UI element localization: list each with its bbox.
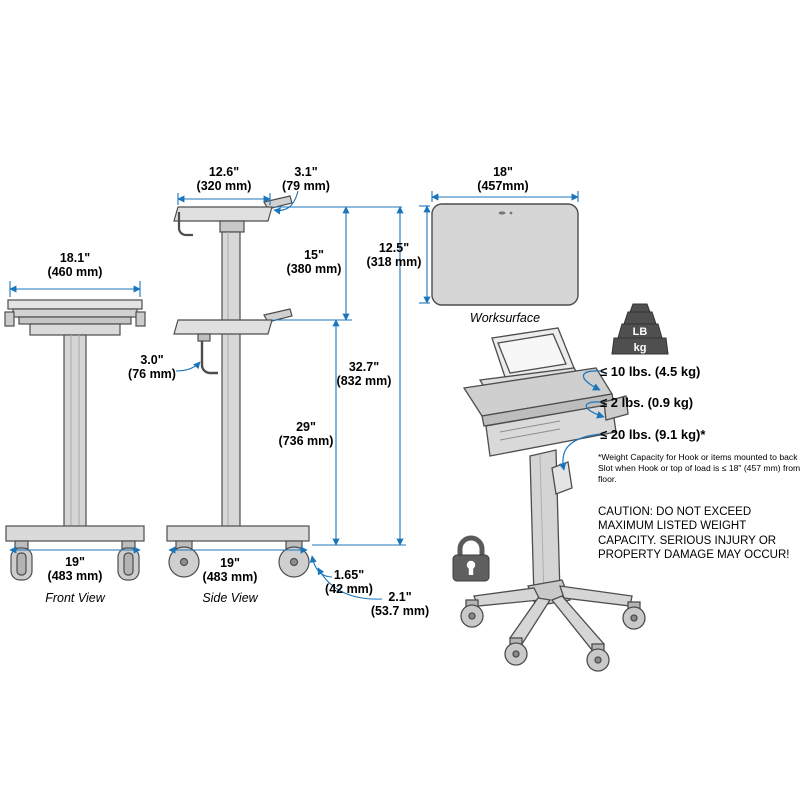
side-travel-in: 15" <box>304 248 324 262</box>
side-caster-offset-in: 1.65" <box>334 568 364 582</box>
side-front-caster <box>168 540 200 578</box>
front-right-tab <box>135 311 146 327</box>
side-top-hook <box>177 212 193 237</box>
side-hook <box>200 341 218 375</box>
side-column <box>221 231 241 531</box>
cart-caster-front <box>504 637 528 666</box>
front-mechanism <box>29 323 121 336</box>
cart-leg-front <box>509 597 552 645</box>
leader-capacity-hook <box>558 433 601 471</box>
front-base <box>5 525 145 542</box>
cart-lift-paddle <box>551 461 573 495</box>
cart-caster-left <box>460 599 484 628</box>
side-view-dimension-lines <box>168 190 406 600</box>
side-caster-height-mm: (53.7 mm) <box>371 604 429 618</box>
side-base-depth-in: 19" <box>220 556 240 570</box>
ws-depth-mm: (318 mm) <box>367 255 422 269</box>
side-rear-caster <box>278 540 310 578</box>
side-travel-mm: (380 mm) <box>287 262 342 276</box>
cart-3d-view: LB kg ≤ 10 lbs. (4.5 kg) ≤ 2 lbs. (0.9 k… <box>452 303 706 672</box>
weight-icon-lb-label: LB <box>633 326 648 338</box>
front-view-drawing <box>4 299 146 581</box>
leader-hook <box>175 361 201 372</box>
front-bracket <box>18 316 132 325</box>
weight-icon-kg-label: kg <box>634 342 647 354</box>
front-view-dimension-lines <box>9 281 141 554</box>
hook-capacity-footnote: *Weight Capacity for Hook or items mount… <box>598 452 800 485</box>
capacity-leader-arrows <box>558 370 605 471</box>
cart-caster-right <box>622 601 646 630</box>
side-handle-in: 3.1" <box>294 165 317 179</box>
worksurface-hole <box>509 211 513 215</box>
capacity-slot: ≤ 2 lbs. (0.9 kg) <box>600 395 693 410</box>
cart-leg-right <box>559 585 633 607</box>
front-view-label: Front View <box>45 591 105 605</box>
front-column <box>63 334 87 529</box>
side-max-height-in: 32.7" <box>349 360 379 374</box>
caution-text: CAUTION: DO NOT EXCEED MAXIMUM LISTED WE… <box>598 506 790 562</box>
cart-3d-drawing <box>460 327 646 672</box>
front-top-width-mm: (460 mm) <box>48 265 103 279</box>
side-hook-mount <box>197 333 211 342</box>
worksurface-top-view: 18" (457mm) 12.5" (318 mm) Worksurface <box>367 165 579 325</box>
side-view-label: Side View <box>202 591 258 605</box>
side-view-drawing <box>166 195 310 578</box>
side-min-height-mm: (736 mm) <box>279 434 334 448</box>
cart-caster-front-right <box>586 643 610 672</box>
leader-capacity-worksurface <box>582 370 601 391</box>
side-caster-offset-mm: (42 mm) <box>325 582 373 596</box>
side-min-height-in: 29" <box>296 420 316 434</box>
cart-leg-front-right <box>550 595 606 651</box>
ws-width-in: 18" <box>493 165 513 179</box>
front-top-width-in: 18.1" <box>60 251 90 265</box>
side-top-depth-in: 12.6" <box>209 165 239 179</box>
front-left-tab <box>4 311 15 327</box>
front-tray <box>12 308 138 318</box>
worksurface-dimension-lines <box>419 191 579 304</box>
front-base-width-in: 19" <box>65 555 85 569</box>
front-view: 18.1" (460 mm) 19" (483 mm) Front View <box>4 251 146 605</box>
weight-icon: LB kg <box>611 303 669 355</box>
front-left-caster <box>10 540 33 581</box>
side-caster-height-in: 2.1" <box>388 590 411 604</box>
side-column-cap <box>219 220 245 233</box>
worksurface-outline <box>431 203 579 306</box>
side-top-depth-mm: (320 mm) <box>197 179 252 193</box>
side-hook-mm: (76 mm) <box>128 367 176 381</box>
capacity-hook: ≤ 20 lbs. (9.1 kg)* <box>600 427 706 442</box>
front-worksurface-edge <box>7 299 143 310</box>
side-mid-platform <box>173 319 273 335</box>
worksurface-label: Worksurface <box>470 311 540 325</box>
capacity-worksurface: ≤ 10 lbs. (4.5 kg) <box>600 364 700 379</box>
side-base <box>166 525 310 542</box>
leader-capacity-slot <box>585 401 605 419</box>
side-base-depth-mm: (483 mm) <box>203 570 258 584</box>
side-view: 12.6" (320 mm) 3.1" (79 mm) 15" (380 mm)… <box>128 165 429 618</box>
side-hook-in: 3.0" <box>140 353 163 367</box>
cart-leg-left <box>473 587 542 607</box>
worksurface-slot <box>498 211 506 215</box>
lock-icon <box>452 535 490 582</box>
leader-caster-height <box>317 567 383 600</box>
side-top-platform <box>173 206 273 222</box>
ws-width-mm: (457mm) <box>477 179 528 193</box>
side-handle-mm: (79 mm) <box>282 179 330 193</box>
ws-depth-in: 12.5" <box>379 241 409 255</box>
cart-back-slot-box <box>485 403 617 457</box>
side-max-height-mm: (832 mm) <box>337 374 392 388</box>
front-base-width-mm: (483 mm) <box>48 569 103 583</box>
cart-side-handle <box>603 395 629 421</box>
front-right-caster <box>117 540 140 581</box>
